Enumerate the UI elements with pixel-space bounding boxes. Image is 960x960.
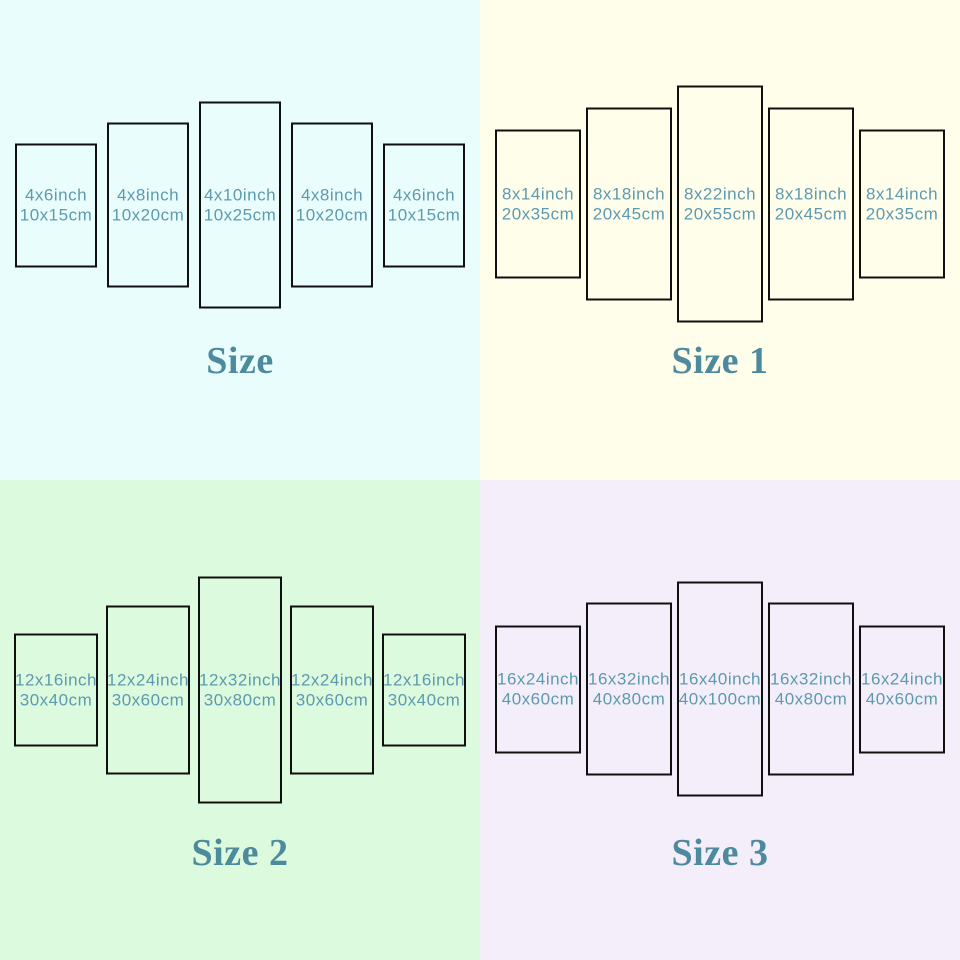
canvas-panel: 8x18inch 20x45cm	[768, 107, 854, 301]
canvas-panel: 4x6inch 10x15cm	[15, 143, 97, 267]
panel-size-cm-label: 40x60cm	[865, 689, 939, 708]
canvas-panel: 4x6inch 10x15cm	[383, 143, 465, 267]
panel-row: 12x16inch 30x40cm 12x24inch 30x60cm 12x3…	[0, 576, 480, 804]
panel-size-cm-label: 30x40cm	[387, 690, 461, 709]
canvas-panel: 8x18inch 20x45cm	[586, 107, 672, 301]
panel-size-cm-label: 10x25cm	[203, 205, 277, 224]
canvas-panel: 12x32inch 30x80cm	[198, 576, 282, 804]
panel-size-inch-label: 16x24inch	[497, 669, 580, 688]
panel-size-cm-label: 30x80cm	[203, 690, 277, 709]
panel-row: 4x6inch 10x15cm 4x8inch 10x20cm 4x10inch…	[0, 101, 480, 309]
canvas-panel: 16x32inch 40x80cm	[768, 602, 854, 776]
panel-size-cm-label: 10x15cm	[387, 205, 461, 224]
panel-row: 16x24inch 40x60cm 16x32inch 40x80cm 16x4…	[480, 581, 960, 797]
panel-size-inch-label: 8x18inch	[592, 184, 666, 203]
panel-size-inch-label: 12x16inch	[383, 670, 466, 689]
panel-size-inch-label: 4x8inch	[116, 185, 180, 204]
quadrant-size-1: 8x14inch 20x35cm 8x18inch 20x45cm 8x22in…	[480, 0, 960, 480]
panel-size-inch-label: 4x6inch	[24, 185, 88, 204]
quadrant-title: Size 2	[191, 832, 289, 874]
panel-size-inch-label: 4x6inch	[392, 185, 456, 204]
panel-size-inch-label: 16x40inch	[679, 669, 762, 688]
quadrant-size-3: 16x24inch 40x60cm 16x32inch 40x80cm 16x4…	[480, 480, 960, 960]
panel-size-inch-label: 16x32inch	[588, 669, 671, 688]
canvas-panel: 12x16inch 30x40cm	[14, 633, 98, 747]
panel-size-cm-label: 10x20cm	[295, 205, 369, 224]
quadrant-size: 4x6inch 10x15cm 4x8inch 10x20cm 4x10inch…	[0, 0, 480, 480]
canvas-panel: 4x10inch 10x25cm	[199, 101, 281, 309]
panel-size-inch-label: 8x14inch	[501, 184, 575, 203]
panel-size-cm-label: 30x60cm	[111, 690, 185, 709]
panel-size-inch-label: 8x22inch	[683, 184, 757, 203]
panel-size-inch-label: 4x8inch	[300, 185, 364, 204]
canvas-panel: 12x16inch 30x40cm	[382, 633, 466, 747]
panel-size-inch-label: 12x16inch	[15, 670, 98, 689]
canvas-panel: 16x24inch 40x60cm	[859, 625, 945, 753]
panel-size-cm-label: 30x40cm	[19, 690, 93, 709]
canvas-panel: 16x24inch 40x60cm	[495, 625, 581, 753]
canvas-panel: 12x24inch 30x60cm	[106, 605, 190, 775]
panel-size-cm-label: 10x15cm	[19, 205, 93, 224]
panel-size-inch-label: 8x18inch	[774, 184, 848, 203]
panel-size-cm-label: 10x20cm	[111, 205, 185, 224]
quadrant-title: Size 1	[671, 340, 769, 382]
quadrant-title: Size	[206, 340, 274, 382]
panel-size-inch-label: 16x32inch	[770, 669, 853, 688]
panel-size-inch-label: 12x24inch	[291, 670, 374, 689]
panel-size-cm-label: 20x35cm	[501, 204, 575, 223]
panel-size-cm-label: 40x60cm	[501, 689, 575, 708]
panel-size-cm-label: 40x80cm	[592, 689, 666, 708]
panel-size-cm-label: 40x80cm	[774, 689, 848, 708]
quadrant-title: Size 3	[671, 832, 769, 874]
panel-size-inch-label: 12x32inch	[199, 670, 282, 689]
canvas-panel: 4x8inch 10x20cm	[107, 122, 189, 288]
canvas-panel: 16x32inch 40x80cm	[586, 602, 672, 776]
quadrant-size-2: 12x16inch 30x40cm 12x24inch 30x60cm 12x3…	[0, 480, 480, 960]
panel-size-cm-label: 20x45cm	[774, 204, 848, 223]
canvas-panel: 4x8inch 10x20cm	[291, 122, 373, 288]
panel-size-inch-label: 12x24inch	[107, 670, 190, 689]
canvas-panel: 8x22inch 20x55cm	[677, 85, 763, 323]
canvas-panel: 8x14inch 20x35cm	[859, 129, 945, 279]
panel-size-cm-label: 40x100cm	[678, 689, 762, 708]
panel-size-inch-label: 16x24inch	[861, 669, 944, 688]
panel-size-cm-label: 20x55cm	[683, 204, 757, 223]
panel-size-cm-label: 20x35cm	[865, 204, 939, 223]
canvas-panel: 16x40inch 40x100cm	[677, 581, 763, 797]
panel-size-inch-label: 8x14inch	[865, 184, 939, 203]
panel-size-inch-label: 4x10inch	[203, 185, 277, 204]
canvas-panel: 8x14inch 20x35cm	[495, 129, 581, 279]
canvas-panel: 12x24inch 30x60cm	[290, 605, 374, 775]
panel-size-cm-label: 30x60cm	[295, 690, 369, 709]
panel-row: 8x14inch 20x35cm 8x18inch 20x45cm 8x22in…	[480, 85, 960, 323]
panel-size-cm-label: 20x45cm	[592, 204, 666, 223]
